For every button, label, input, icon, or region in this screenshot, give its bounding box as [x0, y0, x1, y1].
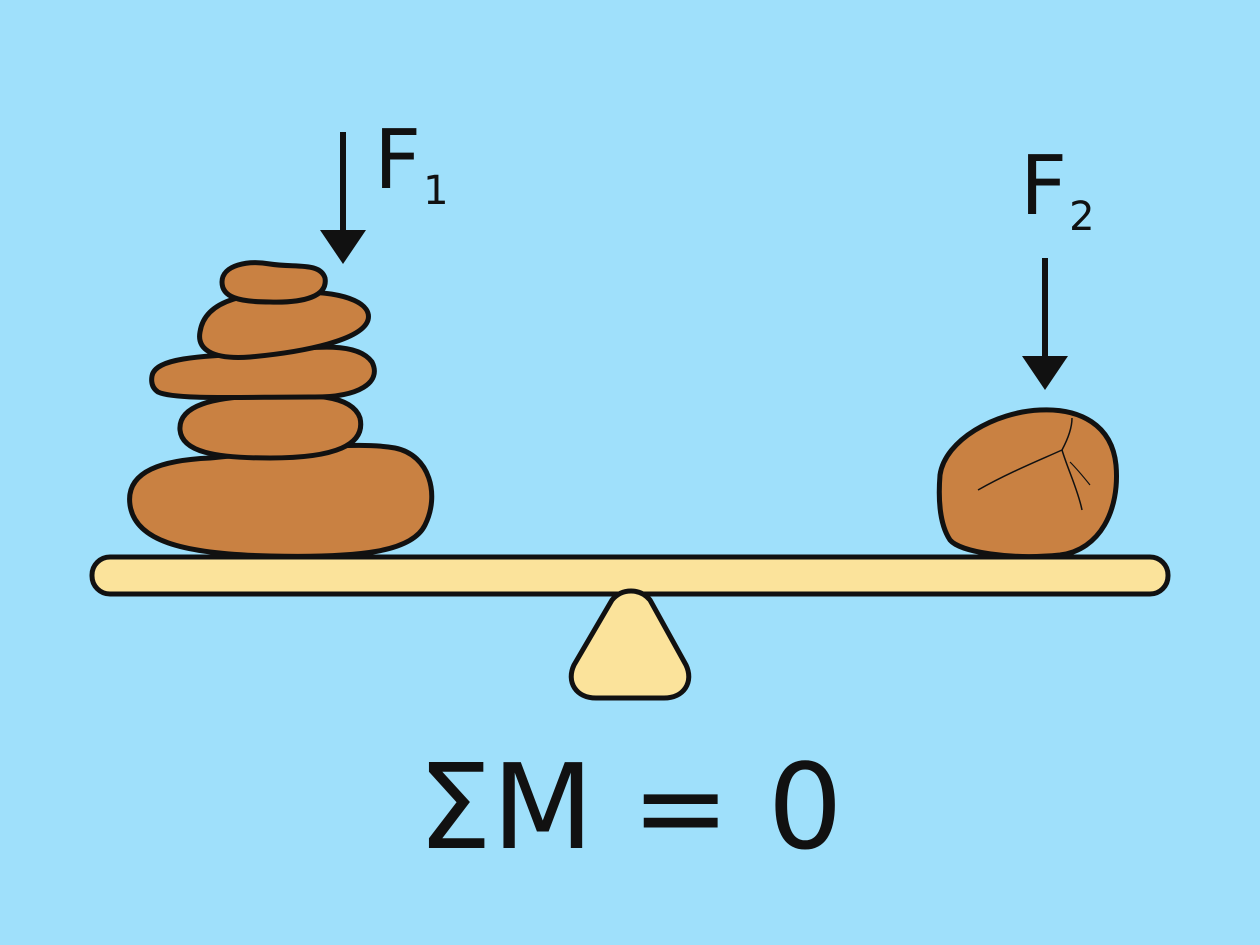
rock-crack-2 — [1061, 449, 1083, 511]
force-1-label: F1 — [374, 113, 449, 214]
stacked-stones — [127, 260, 435, 559]
equilibrium-equation: ΣM = 0 — [417, 738, 842, 876]
stone-second — [177, 392, 364, 461]
down-arrow-icon — [320, 132, 366, 264]
stone-top — [219, 260, 328, 305]
stone-bottom — [127, 442, 435, 559]
single-rock — [936, 407, 1119, 559]
seesaw-beam — [89, 554, 1171, 597]
down-arrow-icon — [1022, 258, 1068, 390]
rock-crack-3 — [1069, 461, 1091, 486]
fulcrum — [568, 588, 692, 701]
rock-body — [936, 407, 1119, 559]
force-2-label: F2 — [1020, 139, 1095, 240]
